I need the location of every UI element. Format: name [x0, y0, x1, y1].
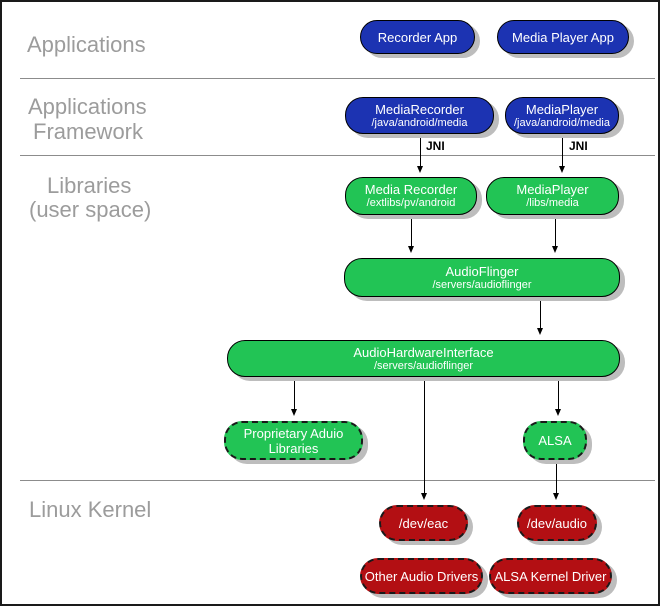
arrow-hwinterface-to-alsa [555, 377, 561, 416]
node-mediaplayer-lib: MediaPlayer /libs/media [486, 177, 619, 215]
node-subtitle: /libs/media [526, 197, 579, 209]
node-title: /dev/audio [527, 515, 587, 531]
node-title: AudioFlinger [445, 263, 519, 279]
arrow-playerlib-to-audioflinger [552, 215, 558, 253]
jni-label-left: JNI [426, 139, 445, 153]
node-title: AudioHardwareInterface [353, 344, 494, 360]
section-label-libraries-line1: Libraries [47, 173, 132, 198]
node-proprietary-audio-libraries: Proprietary Aduio Libraries [224, 421, 363, 460]
arrow-audioflinger-to-hwinterface [537, 297, 543, 335]
section-label-framework-line2: Framework [33, 119, 144, 144]
node-audiohardwareinterface: AudioHardwareInterface /servers/audiofli… [227, 340, 620, 377]
node-subtitle: /extlibs/pv/android [366, 197, 456, 209]
section-label-framework-line1: Applications [28, 94, 147, 119]
node-dev-eac: /dev/eac [379, 505, 468, 541]
node-other-audio-drivers: Other Audio Drivers [360, 558, 483, 594]
node-title: Libraries [268, 440, 319, 456]
node-audioflinger: AudioFlinger /servers/audioflinger [344, 258, 620, 297]
node-subtitle: /java/android/media [371, 116, 468, 129]
node-media-recorder-lib: Media Recorder /extlibs/pv/android [345, 177, 477, 215]
node-alsa-kernel-driver: ALSA Kernel Driver [489, 558, 612, 594]
divider-framework-libraries [20, 155, 655, 156]
node-media-player-app: Media Player App [497, 20, 629, 54]
node-subtitle: /java/android/media [513, 116, 610, 129]
divider-libraries-kernel [20, 480, 655, 481]
section-label-libraries-line2: (user space) [29, 197, 152, 222]
node-title: MediaPlayer [516, 182, 589, 197]
divider-applications-framework [20, 78, 655, 79]
node-title: Media Recorder [364, 182, 458, 197]
node-title: MediaPlayer [525, 101, 599, 117]
section-label-applications: Applications [27, 32, 146, 57]
node-mediaplayer-framework: MediaPlayer /java/android/media [505, 97, 619, 134]
node-title: MediaRecorder [375, 101, 464, 117]
section-label-linux-kernel: Linux Kernel [29, 497, 152, 522]
node-title: ALSA [538, 433, 572, 448]
arrow-hwinterface-to-proprietary [291, 377, 297, 416]
arrow-hwinterface-to-deveac [421, 377, 427, 500]
node-title: Other Audio Drivers [364, 568, 479, 584]
node-alsa: ALSA [523, 421, 587, 460]
arrow-mediarecorder-to-lib [417, 134, 423, 173]
arrow-mediaplayer-to-lib [559, 134, 565, 173]
node-dev-audio: /dev/audio [517, 505, 597, 541]
node-title: /dev/eac [398, 515, 449, 531]
arrow-alsa-to-devaudio [553, 460, 559, 500]
node-title: ALSA Kernel Driver [494, 568, 607, 584]
node-subtitle: /servers/audioflinger [432, 278, 532, 291]
node-title: Recorder App [377, 29, 458, 45]
node-recorder-app: Recorder App [360, 20, 475, 54]
node-mediarecorder-framework: MediaRecorder /java/android/media [345, 97, 494, 134]
node-title: Proprietary Aduio [243, 425, 344, 441]
node-title: Media Player App [512, 29, 614, 45]
node-subtitle: /servers/audioflinger [373, 359, 474, 372]
jni-label-right: JNI [569, 139, 588, 153]
arrow-recorderlib-to-audioflinger [408, 215, 414, 253]
